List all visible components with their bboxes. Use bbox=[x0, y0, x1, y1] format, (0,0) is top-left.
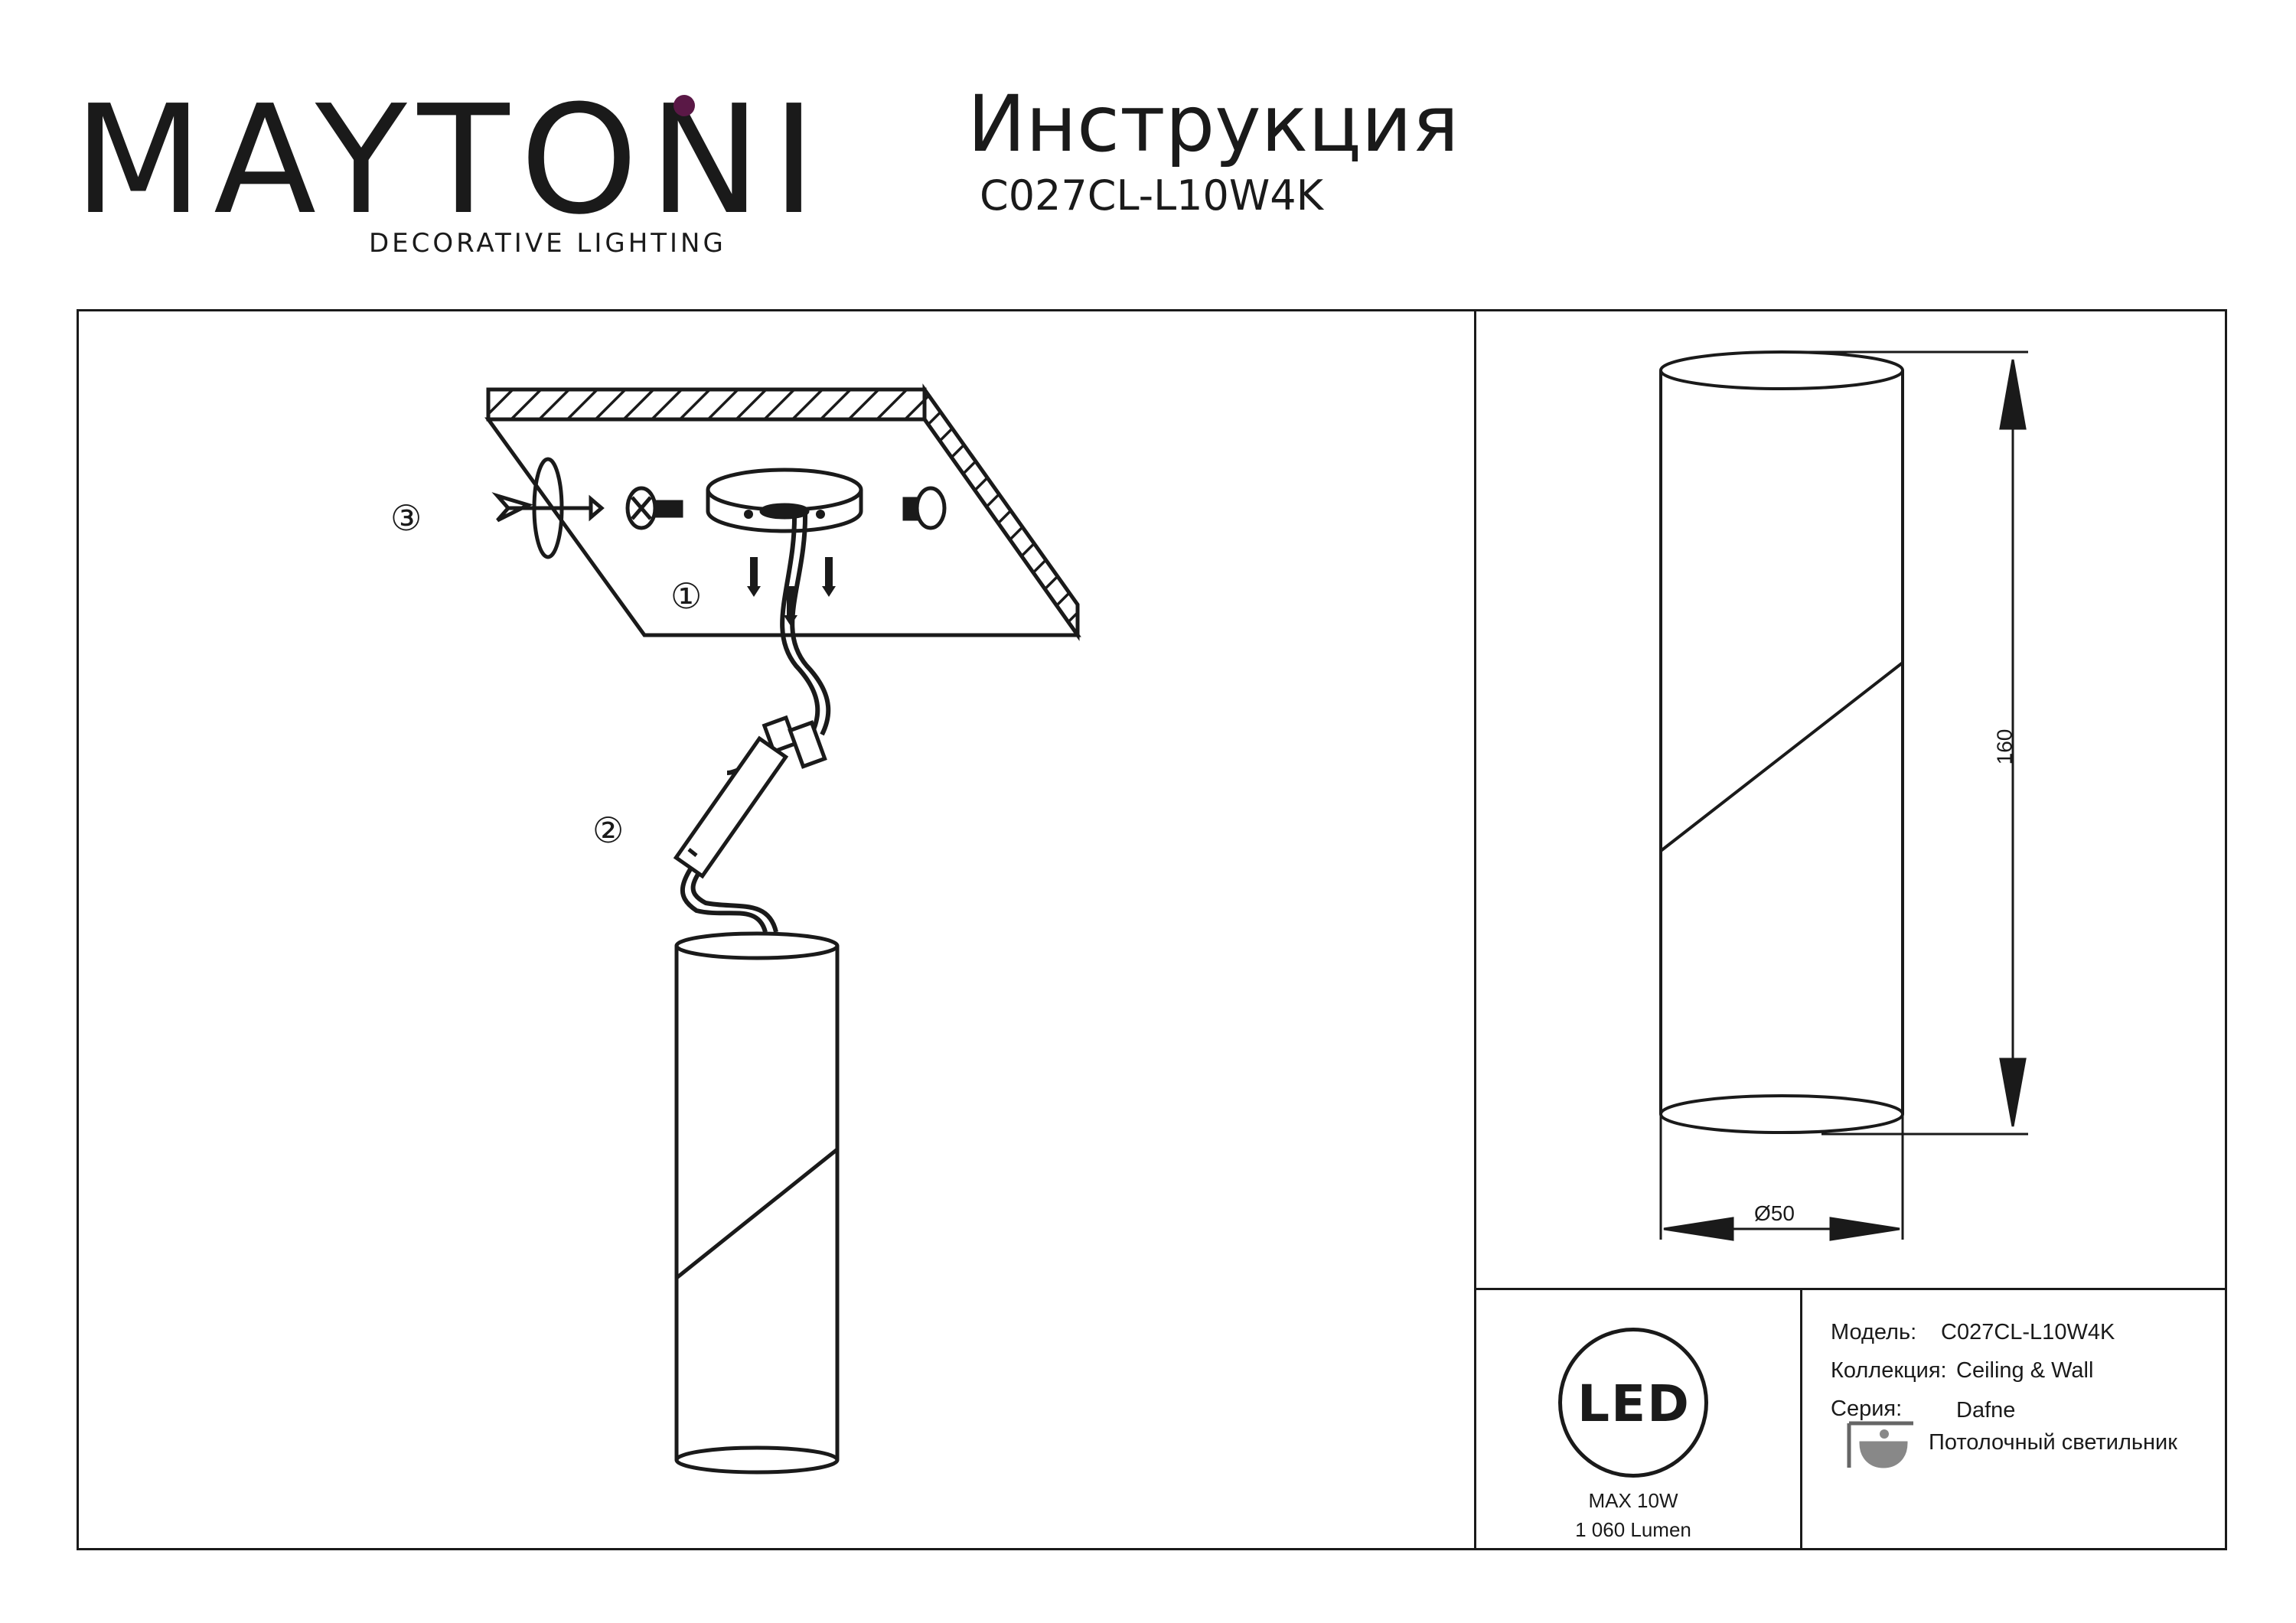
step-3-marker: ③ bbox=[390, 497, 422, 539]
rotate-arrow-icon bbox=[491, 457, 605, 559]
max-power: MAX 10W bbox=[1588, 1489, 1678, 1512]
lamp-dimension-drawing bbox=[1659, 350, 1904, 1134]
document-model: C027CL-L10W4K bbox=[980, 171, 1324, 220]
anchor-screws-icon bbox=[747, 557, 836, 626]
spec-collection-label: Коллекция: bbox=[1831, 1358, 1947, 1383]
led-label: LED bbox=[1577, 1374, 1691, 1433]
spec-collection-value: Ceiling & Wall bbox=[1956, 1358, 2094, 1383]
diameter-value: Ø50 bbox=[1754, 1201, 1795, 1225]
spec-model-label: Модель: bbox=[1831, 1320, 1917, 1344]
logo-accent-dot bbox=[673, 95, 695, 116]
height-dimension bbox=[1783, 350, 2028, 1136]
spec-divider bbox=[1800, 1288, 1802, 1550]
step-1-marker: ① bbox=[670, 575, 703, 617]
lamp-body-installed bbox=[674, 931, 840, 1475]
led-driver bbox=[673, 735, 789, 879]
frame-divider-horizontal bbox=[1474, 1288, 2227, 1290]
brand-tagline: DECORATIVE LIGHTING bbox=[369, 228, 726, 259]
height-value: 160 bbox=[1992, 728, 2017, 765]
lumen-value: 1 060 Lumen bbox=[1575, 1518, 1691, 1541]
led-badge bbox=[1558, 1328, 1708, 1478]
spec-model-value: C027CL-L10W4K bbox=[1941, 1320, 2115, 1344]
screw-right-icon bbox=[902, 486, 947, 530]
document-title: Инструкция bbox=[967, 79, 1459, 170]
wire-connector bbox=[762, 715, 827, 769]
mounting-base bbox=[706, 468, 863, 533]
frame-divider-vertical bbox=[1474, 309, 1476, 1550]
spec-series-value: Dafne bbox=[1956, 1398, 2016, 1423]
spec-type-value: Потолочный светильник bbox=[1929, 1430, 2177, 1455]
ceiling-plate bbox=[484, 383, 1081, 641]
step-2-marker: ② bbox=[592, 810, 625, 851]
screw-left-icon bbox=[625, 486, 683, 530]
spec-series-label: Серия: bbox=[1831, 1396, 1903, 1421]
ceiling-lamp-icon bbox=[1847, 1421, 1913, 1468]
drawing-frame bbox=[77, 309, 2227, 1550]
diameter-dimension bbox=[1659, 1114, 1904, 1241]
